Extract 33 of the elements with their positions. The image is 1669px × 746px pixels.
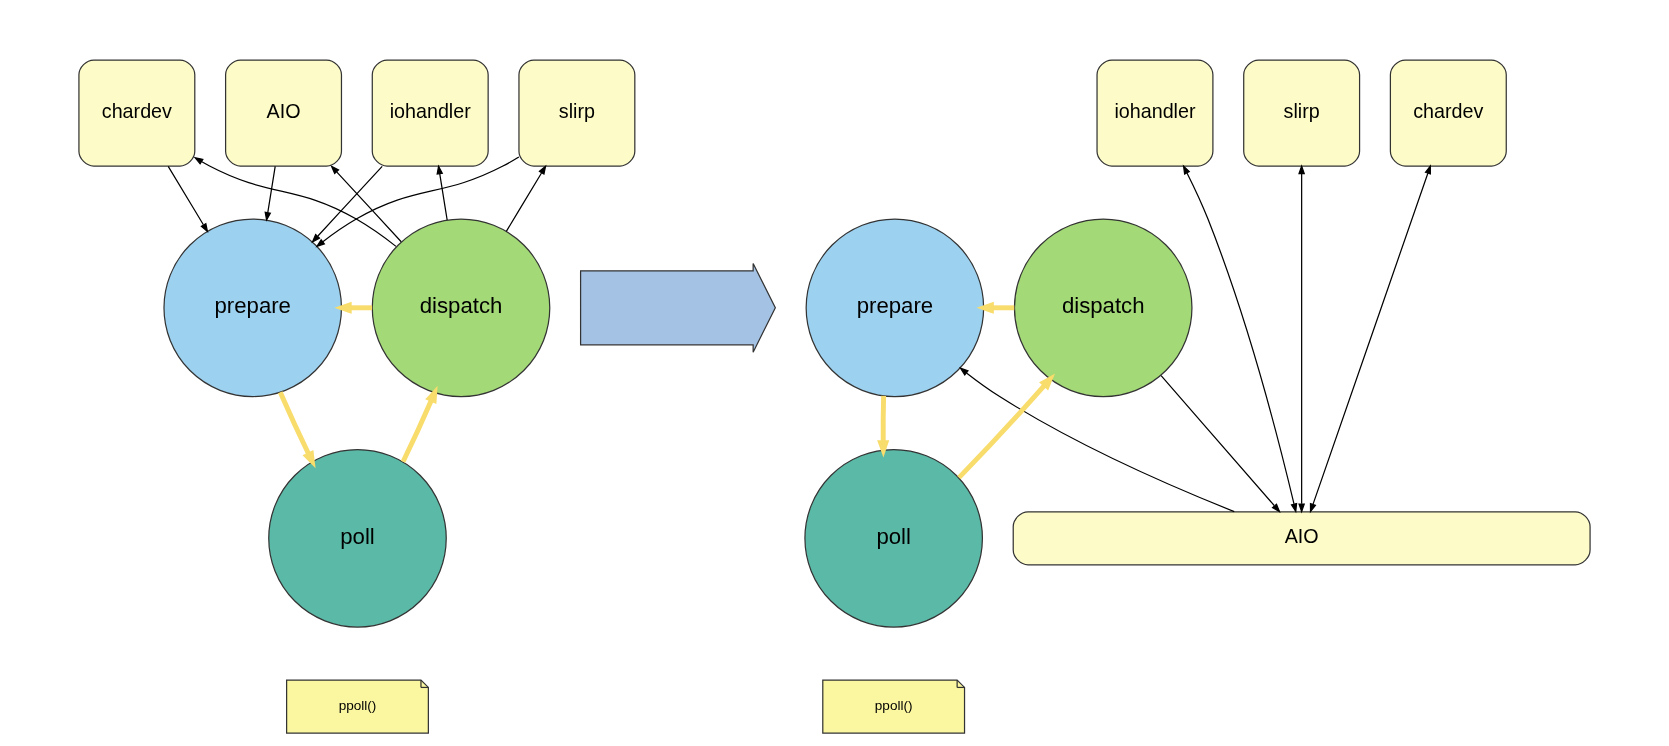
arrow [264, 165, 276, 222]
arrow [400, 385, 438, 463]
arrow [311, 165, 383, 244]
node-circle: dispatch [371, 218, 551, 398]
node-box: iohandler [371, 59, 489, 167]
node-box: iohandler [1096, 59, 1214, 167]
node-box: chardev [1389, 59, 1507, 167]
arrow [436, 164, 448, 221]
arrow [167, 165, 209, 233]
arrow [877, 395, 890, 458]
arrow [505, 164, 547, 232]
arrow [315, 156, 520, 248]
node-box: AIO [1012, 511, 1591, 566]
arrow [1298, 164, 1306, 514]
node-circle: dispatch [1013, 218, 1193, 398]
arrow [330, 164, 402, 243]
arrow [278, 391, 316, 469]
arrow [193, 156, 397, 247]
arrow [1160, 375, 1281, 513]
arrow [1182, 164, 1298, 514]
arrow [957, 373, 1056, 480]
arrow [334, 301, 373, 314]
node-box: slirp [1243, 59, 1361, 167]
arrow [1309, 164, 1431, 514]
arrow [959, 367, 1235, 513]
node-circle: prepare [163, 218, 343, 398]
node-box: chardev [78, 59, 196, 167]
node-circle: poll [804, 448, 984, 628]
node-box: slirp [518, 59, 636, 167]
node-arrow [579, 262, 777, 353]
arrow [976, 301, 1015, 314]
node-box: AIO [225, 59, 343, 167]
node-circle: prepare [805, 218, 985, 398]
